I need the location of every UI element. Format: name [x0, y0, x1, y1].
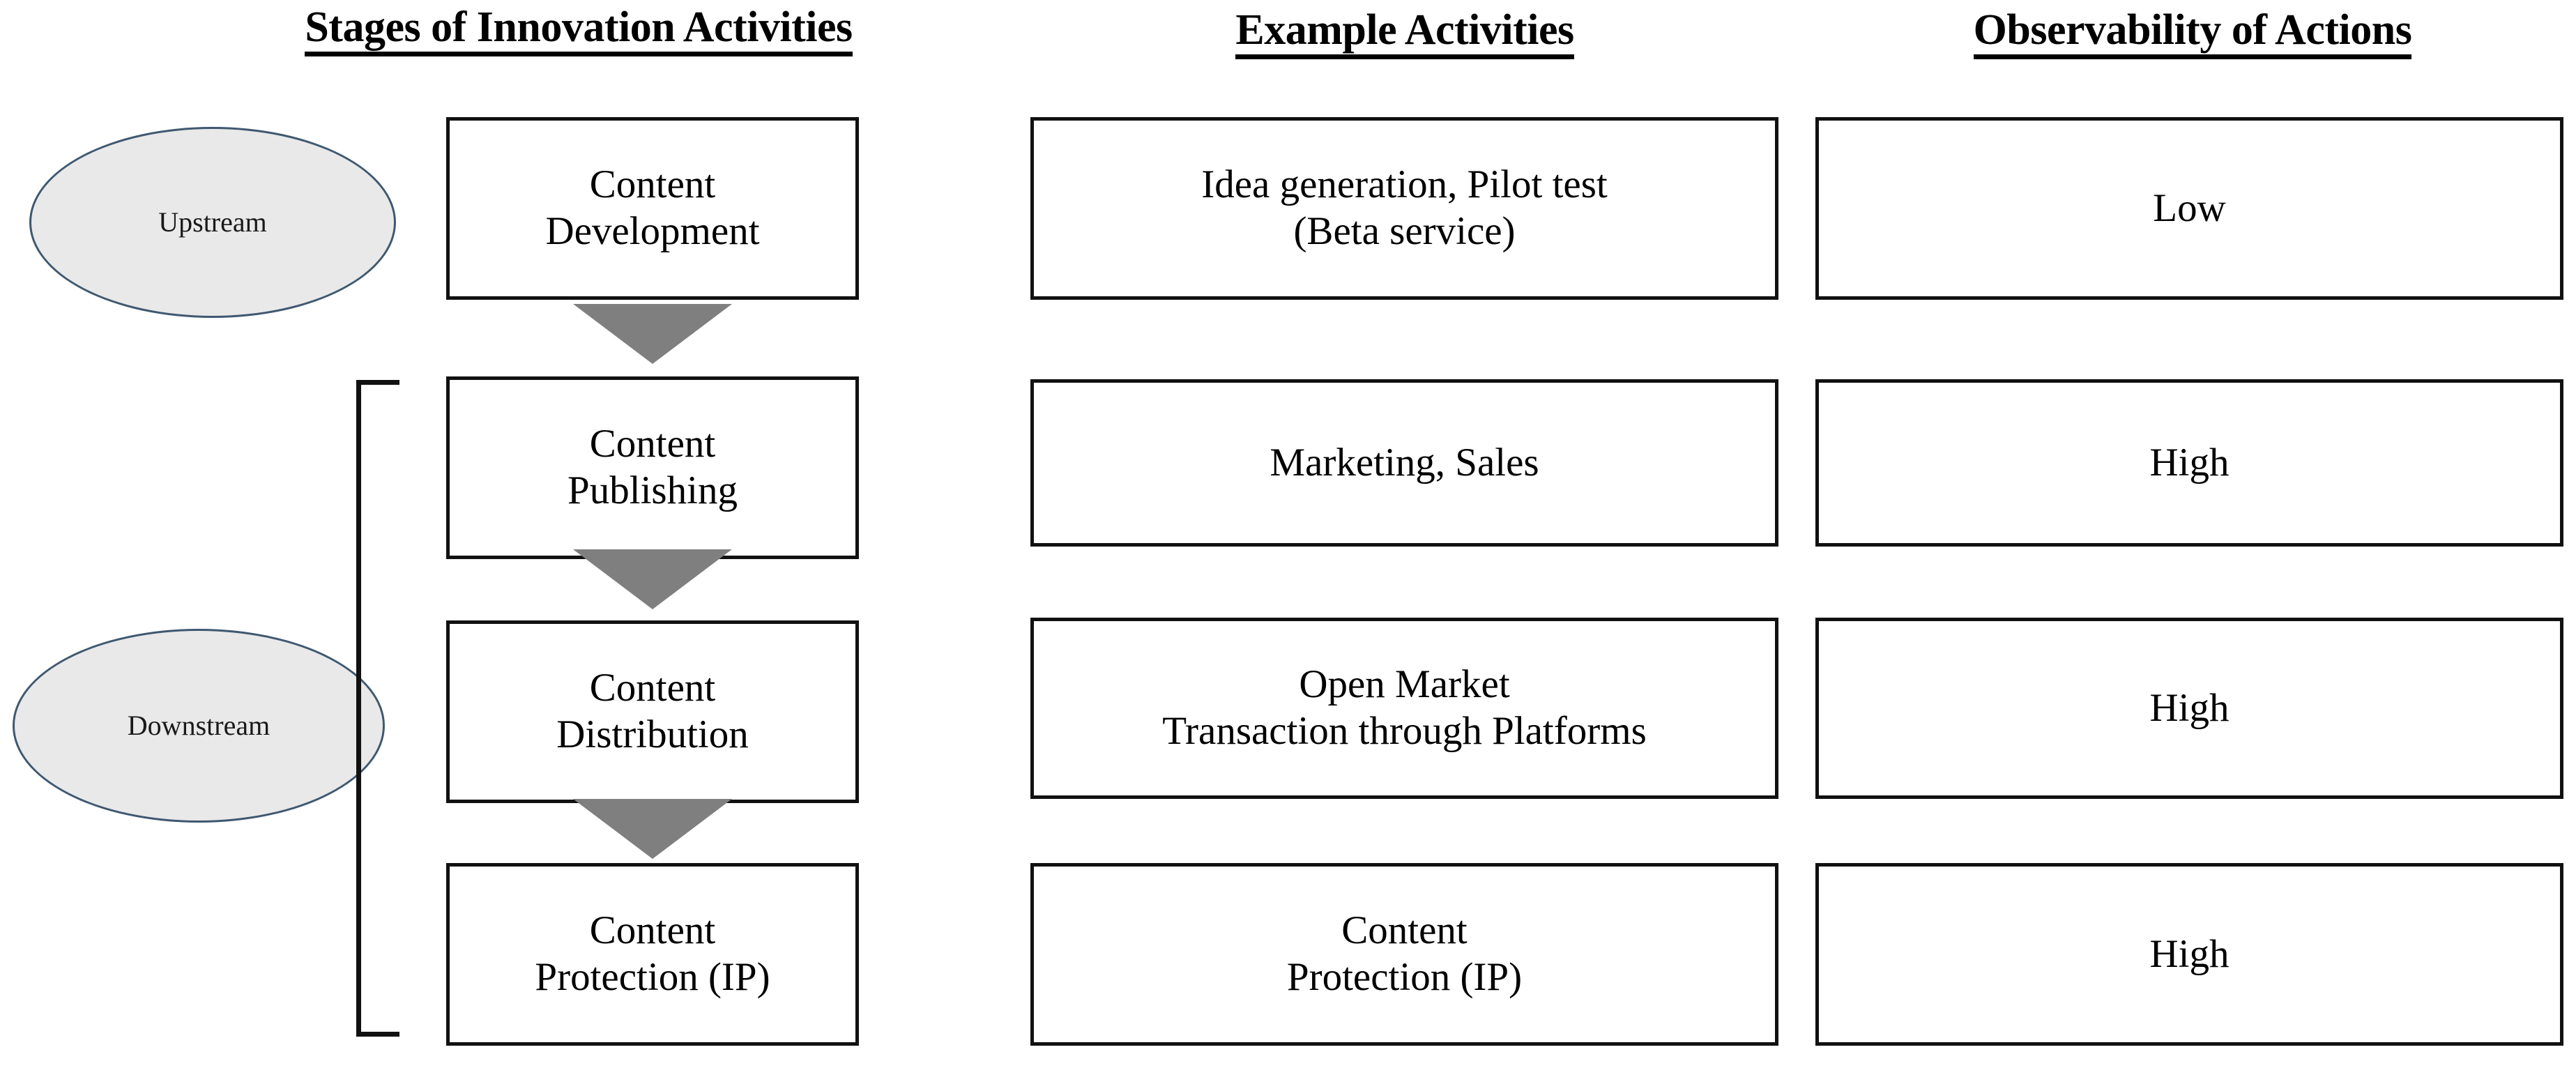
- triangle-down-icon: [573, 799, 732, 859]
- observability-value: High: [2149, 685, 2230, 730]
- example-activity-line-2: Protection (IP): [1286, 955, 1523, 999]
- stage-box-content-development: Content Development: [446, 117, 859, 300]
- triangle-down-icon: [573, 549, 732, 609]
- observability-box-row-4: High: [1815, 863, 2563, 1046]
- column-header-stages: Stages of Innovation Activities: [209, 6, 948, 56]
- example-activity-line-2: (Beta service): [1293, 209, 1516, 253]
- stage-box-line-2: Development: [545, 209, 760, 253]
- stage-box-line-1: Content: [589, 908, 716, 953]
- observability-value: High: [2149, 440, 2230, 485]
- stream-label-upstream-text: Upstream: [158, 206, 267, 238]
- example-activity-box-row-2: Marketing, Sales: [1030, 379, 1778, 547]
- column-header-example-activities: Example Activities: [1046, 8, 1764, 59]
- stage-box-content-publishing: Content Publishing: [446, 376, 859, 559]
- observability-value: Low: [2153, 185, 2226, 230]
- example-activity-line-2: Transaction through Platforms: [1162, 709, 1647, 753]
- example-activity-line-1: Content: [1341, 908, 1468, 953]
- example-activity-box-row-4: Content Protection (IP): [1030, 863, 1778, 1046]
- example-activity-line-1: Marketing, Sales: [1270, 440, 1539, 485]
- stream-label-downstream-text: Downstream: [127, 710, 270, 741]
- column-header-observability-text: Observability of Actions: [1973, 8, 2412, 59]
- column-header-example-activities-text: Example Activities: [1235, 8, 1574, 59]
- observability-box-row-3: High: [1815, 618, 2563, 799]
- stage-box-content-distribution: Content Distribution: [446, 620, 859, 803]
- example-activity-box-row-3: Open Market Transaction through Platform…: [1030, 618, 1778, 799]
- downstream-bracket-icon: [356, 380, 399, 1037]
- stage-box-line-1: Content: [589, 162, 716, 207]
- stage-box-line-2: Publishing: [567, 468, 738, 512]
- stage-box-line-1: Content: [589, 666, 716, 710]
- stage-box-line-2: Protection (IP): [535, 955, 770, 999]
- column-header-observability: Observability of Actions: [1813, 8, 2573, 59]
- stream-label-upstream: Upstream: [29, 127, 396, 318]
- stage-box-line-1: Content: [589, 422, 716, 466]
- triangle-down-icon: [573, 304, 732, 364]
- observability-value: High: [2149, 931, 2230, 976]
- observability-box-row-2: High: [1815, 379, 2563, 547]
- column-header-stages-text: Stages of Innovation Activities: [305, 6, 853, 56]
- stage-box-line-2: Distribution: [556, 712, 749, 756]
- example-activity-box-row-1: Idea generation, Pilot test (Beta servic…: [1030, 117, 1778, 300]
- stream-label-downstream: Downstream: [13, 629, 385, 823]
- observability-box-row-1: Low: [1815, 117, 2563, 300]
- example-activity-line-1: Idea generation, Pilot test: [1201, 162, 1608, 207]
- example-activity-line-1: Open Market: [1299, 662, 1510, 707]
- stage-box-content-protection-ip: Content Protection (IP): [446, 863, 859, 1046]
